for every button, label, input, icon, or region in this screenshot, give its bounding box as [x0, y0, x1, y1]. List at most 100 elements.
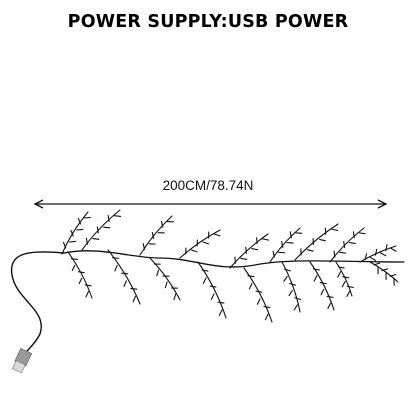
garland-twig	[369, 256, 377, 261]
garland-twig	[256, 298, 261, 305]
garland-twig	[213, 233, 221, 237]
garland-branch	[329, 227, 365, 263]
garland-branch	[81, 209, 121, 251]
garland-twig	[333, 250, 336, 258]
garland-twig	[164, 281, 168, 289]
garland-twig	[381, 268, 389, 272]
garland-twig	[78, 277, 83, 285]
garland-twig	[107, 214, 110, 222]
garland-twig	[210, 293, 215, 300]
garland-twig	[130, 288, 138, 290]
garland-branch	[369, 261, 399, 283]
garland-twig	[288, 290, 293, 297]
garland-twig	[380, 252, 387, 257]
usb-cable	[10, 251, 65, 357]
garland-main-wire	[63, 250, 405, 268]
garland-twig	[71, 264, 76, 272]
garland-twig	[327, 302, 332, 310]
garland-twig	[132, 295, 136, 303]
garland-twig	[358, 232, 366, 235]
garland-twig	[70, 229, 74, 237]
garland-twig	[341, 280, 346, 288]
garland-twig	[337, 266, 345, 269]
garland-twig	[121, 272, 129, 275]
garland-branch	[294, 223, 339, 261]
garland-twig	[348, 242, 356, 244]
garland-twig	[247, 275, 255, 278]
garland-twig	[96, 226, 99, 234]
garland-twig	[190, 249, 198, 253]
garland-twig	[76, 228, 84, 231]
garland-branch	[67, 251, 93, 299]
garland-twig	[114, 215, 122, 217]
garland-twig	[123, 280, 127, 287]
garland-twig	[293, 304, 298, 311]
garland-twig	[156, 269, 160, 277]
garland-twig	[85, 237, 88, 245]
garland-twig	[83, 216, 91, 219]
garland-twig	[272, 250, 275, 258]
garland-twig	[289, 231, 292, 239]
garland-twig	[68, 240, 76, 243]
garland-twig	[337, 271, 342, 278]
garland-twig	[245, 246, 247, 254]
garland-twig	[339, 251, 347, 254]
garland-twig	[264, 313, 269, 321]
garland-twig	[283, 275, 288, 282]
garland-twig	[151, 231, 155, 239]
garland-branch	[335, 261, 353, 297]
garland-twig	[385, 244, 388, 252]
double-arrow-icon	[33, 199, 388, 209]
garland-twig	[255, 290, 263, 293]
garland-twig	[142, 243, 146, 250]
garland-twig	[256, 237, 258, 245]
garland-branches	[61, 209, 399, 323]
garland-twig	[346, 290, 351, 297]
length-label: 200CM/78.74N	[162, 178, 254, 193]
garland-twig	[389, 273, 397, 277]
garland-twig	[319, 238, 326, 242]
garland-twig	[77, 271, 85, 274]
garland-twig	[281, 241, 284, 248]
garland-twig	[103, 226, 111, 229]
garland-twig	[284, 268, 291, 272]
garland-branch	[269, 227, 301, 263]
garland-twig	[306, 249, 314, 252]
garland-twig	[209, 285, 217, 288]
garland-twig	[373, 262, 381, 266]
garland-branch	[107, 249, 141, 305]
garland-twig	[112, 257, 120, 259]
garland-branch	[281, 261, 301, 313]
garland-branch	[359, 245, 397, 263]
garland-twig	[202, 277, 207, 284]
garland-twig	[251, 248, 259, 251]
garland-twig	[374, 248, 378, 256]
garland-twig	[62, 241, 67, 249]
garland-twig	[346, 285, 354, 289]
garland-twig	[289, 282, 296, 286]
garland-twig	[390, 247, 397, 252]
garland-twig	[313, 275, 318, 282]
garland-twig	[319, 282, 327, 285]
garland-twig	[331, 228, 339, 232]
garland-twig	[234, 256, 236, 264]
garland-twig	[343, 240, 346, 248]
garland-twig	[320, 288, 325, 296]
garland-branch	[149, 257, 181, 301]
garland-twig	[85, 290, 90, 298]
garland-twig	[218, 309, 223, 316]
garland-twig	[312, 268, 320, 271]
garland-twig	[114, 264, 118, 272]
garland-twig	[263, 306, 271, 309]
usb-plug-icon	[11, 348, 33, 374]
garland-twig	[70, 258, 78, 261]
garland-twig	[160, 220, 164, 228]
garland-twig	[262, 238, 270, 241]
garland-twig	[326, 295, 334, 298]
garland-twig	[294, 297, 302, 301]
garland-twig	[248, 282, 253, 290]
garland-branch	[179, 229, 221, 259]
garland-twig	[173, 293, 177, 301]
